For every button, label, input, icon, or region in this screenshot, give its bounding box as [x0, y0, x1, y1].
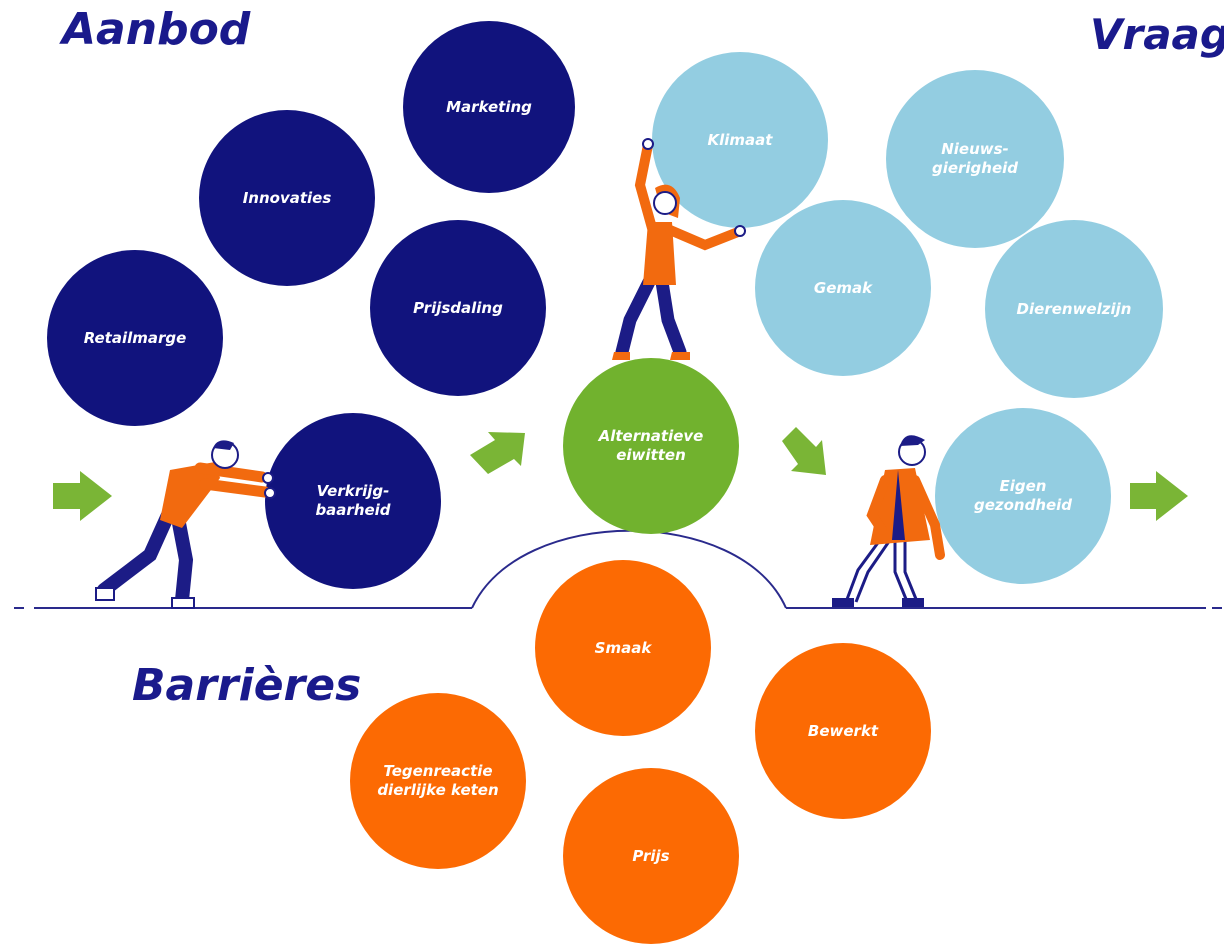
person-lifting-icon	[612, 138, 746, 360]
demand-driver-eigen-gezondheid: Eigen gezondheid	[935, 408, 1111, 584]
demand-driver-dierenwelzijn: Dierenwelzijn	[985, 220, 1163, 398]
demand-driver-klimaat: Klimaat	[652, 52, 828, 228]
heading-barrieres: Barrières	[132, 660, 362, 711]
person-pushing-icon	[95, 440, 276, 609]
arrow-right-icon	[1130, 471, 1188, 521]
arrow-right-icon	[53, 471, 112, 521]
center-alternatieve-eiwitten: Alternatieve eiwitten	[563, 358, 739, 534]
supply-driver-prijsdaling: Prijsdaling	[370, 220, 546, 396]
arrow-right-icon	[782, 427, 826, 475]
demand-driver-gemak: Gemak	[755, 200, 931, 376]
barrier-tegenreactie: Tegenreactie dierlijke keten	[350, 693, 526, 869]
supply-driver-retailmarge: Retailmarge	[47, 250, 223, 426]
heading-aanbod: Aanbod	[62, 4, 251, 55]
supply-driver-verkrijgbaarheid: Verkrijg- baarheid	[265, 413, 441, 589]
heading-vraag: Vraag	[1090, 10, 1224, 59]
person-leaning-icon	[832, 435, 945, 607]
barrier-prijs: Prijs	[563, 768, 739, 944]
supply-driver-innovaties: Innovaties	[199, 110, 375, 286]
supply-driver-marketing: Marketing	[403, 21, 575, 193]
barrier-bewerkt: Bewerkt	[755, 643, 931, 819]
demand-driver-nieuwsgierigheid: Nieuws- gierigheid	[886, 70, 1064, 248]
arrow-right-icon	[470, 432, 525, 474]
barrier-smaak: Smaak	[535, 560, 711, 736]
